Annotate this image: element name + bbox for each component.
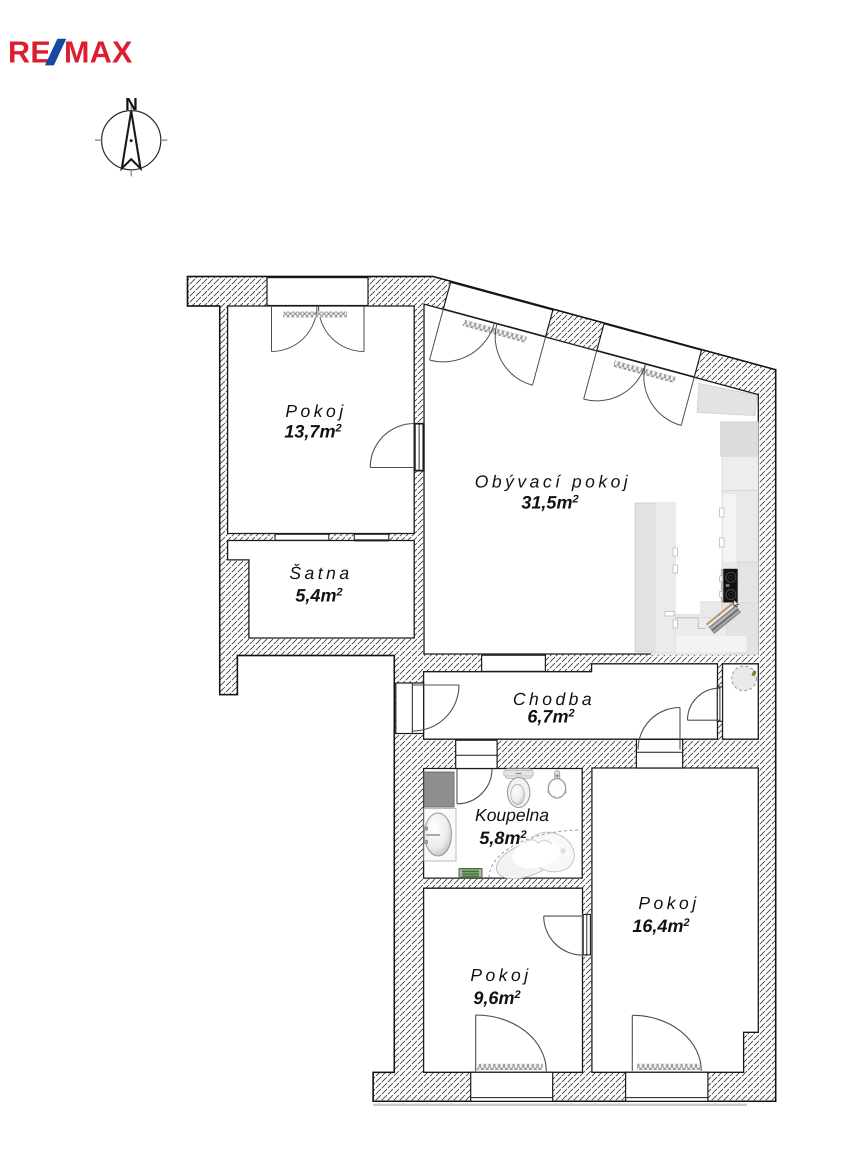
svg-text:Chodba: Chodba	[513, 689, 595, 709]
svg-text:Pokoj: Pokoj	[638, 893, 699, 913]
svg-text:Koupelna: Koupelna	[475, 805, 549, 825]
svg-text:RE: RE	[8, 36, 51, 70]
svg-text:Obývací pokoj: Obývací pokoj	[475, 472, 631, 492]
svg-text:MAX: MAX	[64, 36, 133, 70]
svg-text:5,4m2: 5,4m2	[295, 586, 342, 606]
svg-text:16,4m2: 16,4m2	[632, 916, 689, 936]
svg-text:5,8m2: 5,8m2	[479, 828, 526, 848]
svg-text:9,6m2: 9,6m2	[473, 988, 520, 1008]
svg-text:Pokoj: Pokoj	[285, 401, 346, 421]
svg-text:Šatna: Šatna	[289, 563, 352, 583]
svg-text:13,7m2: 13,7m2	[284, 422, 341, 442]
svg-text:Pokoj: Pokoj	[470, 965, 531, 985]
svg-text:31,5m2: 31,5m2	[521, 493, 578, 513]
svg-text:6,7m2: 6,7m2	[527, 707, 574, 727]
svg-text:N: N	[125, 94, 138, 114]
